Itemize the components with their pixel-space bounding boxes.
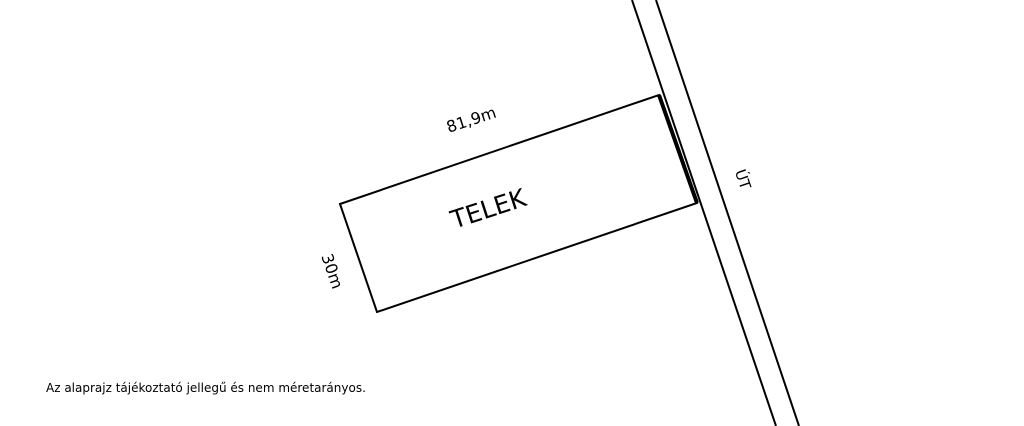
plot-width-label: 30m [317, 251, 347, 291]
disclaimer-text: Az alaprajz tájékoztató jellegű és nem m… [46, 381, 366, 395]
road-label: ÚT [731, 167, 756, 193]
road-right-edge [655, 0, 800, 426]
road [631, 0, 800, 426]
plot-road-frontage [657, 94, 699, 204]
plot-length-label: 81,9m [444, 103, 499, 137]
plot-name-label: TELEK [446, 183, 530, 235]
road-left-edge [631, 0, 777, 426]
